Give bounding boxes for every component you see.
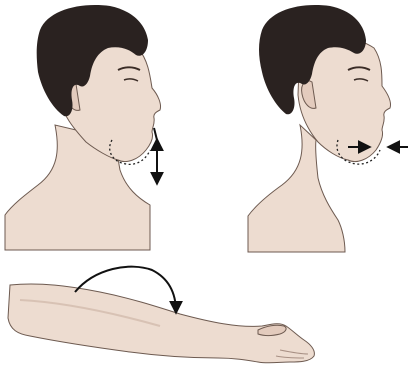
head-profile-right — [248, 5, 408, 252]
arm-shape — [8, 284, 314, 363]
arrow-vertical-top-icon — [154, 128, 157, 140]
arm — [8, 267, 314, 363]
head-profile-left — [5, 5, 161, 250]
